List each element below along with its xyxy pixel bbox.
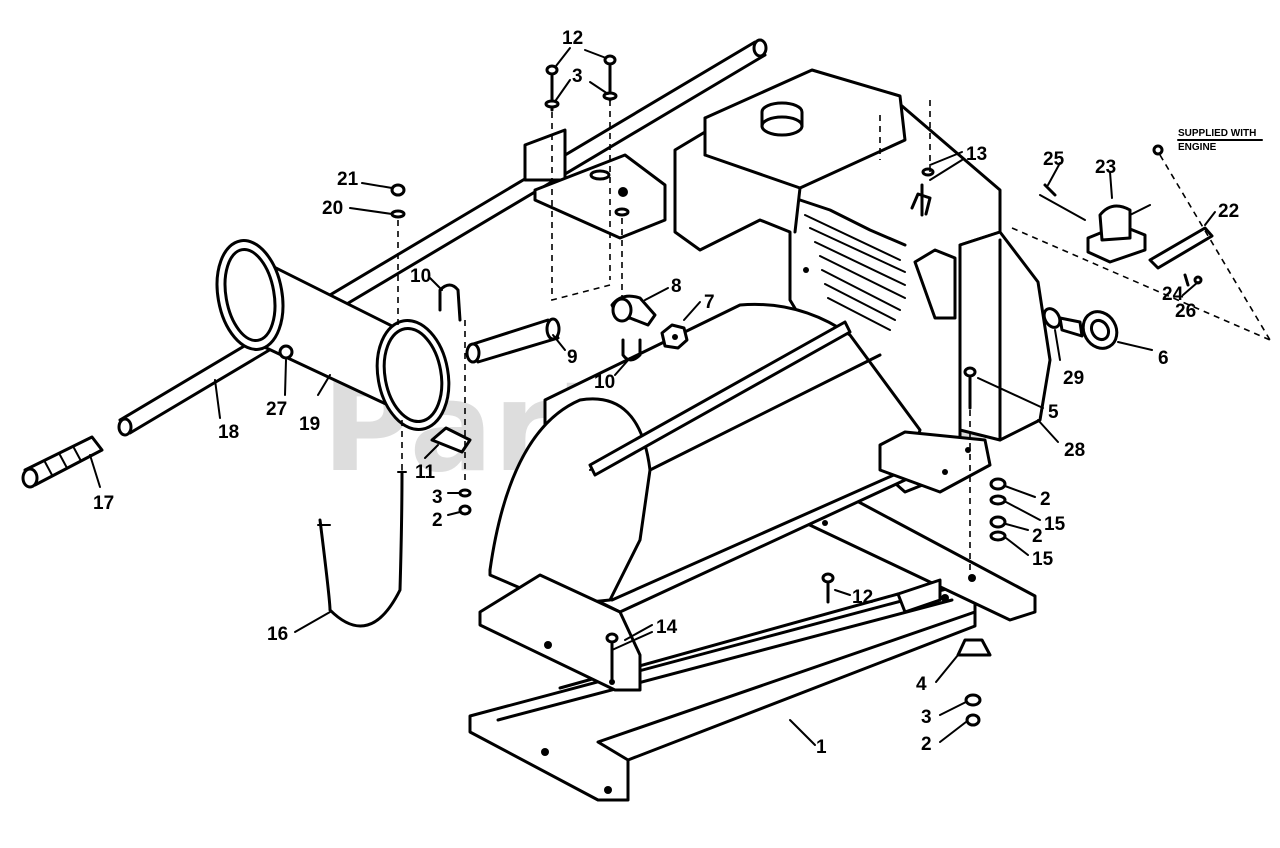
- callout-27: 27: [266, 399, 287, 420]
- callout-labels: 12 3 13 21 20 25 23 22 10 8 7 9 24 26 29…: [93, 28, 1239, 758]
- callout-17: 17: [93, 493, 114, 514]
- callout-23: 23: [1095, 157, 1116, 178]
- callout-3-lower: 3: [432, 487, 443, 508]
- elbow-fitting: [610, 294, 657, 327]
- callout-9: 9: [567, 347, 578, 368]
- clamp-part: [430, 426, 472, 454]
- assembly-lines: [397, 100, 1271, 580]
- u-bolt-upper: [438, 283, 462, 322]
- callout-26: 26: [1175, 301, 1196, 322]
- vibration-mount: [956, 638, 992, 657]
- callout-15-b: 15: [1032, 549, 1054, 570]
- engine-assembly: [673, 68, 1052, 494]
- callout-12: 12: [562, 28, 583, 49]
- callout-18: 18: [218, 422, 239, 443]
- u-bolt-lower: [621, 338, 642, 362]
- callout-6: 6: [1158, 348, 1169, 369]
- flex-connector: [1042, 307, 1119, 350]
- callout-2-bottom: 2: [921, 734, 932, 755]
- callout-10-lower: 10: [594, 372, 615, 393]
- callout-2-lower: 2: [432, 510, 443, 531]
- callout-10-upper: 10: [410, 266, 431, 287]
- callout-12-lower: 12: [852, 587, 873, 608]
- callout-20: 20: [322, 198, 343, 219]
- pipe-nipple: [465, 317, 561, 364]
- callout-25: 25: [1043, 149, 1065, 170]
- callout-19: 19: [299, 414, 320, 435]
- callout-29: 29: [1063, 368, 1084, 389]
- callout-16: 16: [267, 624, 288, 645]
- callout-14: 14: [656, 617, 678, 638]
- muffler: [215, 239, 451, 432]
- callout-2-right-b: 2: [1032, 526, 1043, 547]
- generator-housing: [478, 302, 992, 692]
- callout-24: 24: [1162, 284, 1184, 305]
- callout-7: 7: [704, 292, 715, 313]
- note-line-2: ENGINE: [1178, 142, 1217, 153]
- handle-grip: [21, 435, 104, 489]
- callout-11: 11: [415, 462, 436, 483]
- callout-1: 1: [816, 737, 827, 758]
- callout-3: 3: [572, 66, 583, 87]
- callout-13: 13: [966, 144, 987, 165]
- hardware: [390, 54, 1203, 727]
- leader-lines: [89, 47, 1216, 746]
- callout-4: 4: [916, 674, 927, 695]
- note-line-1: SUPPLIED WITH: [1178, 128, 1256, 139]
- callout-3-bottom: 3: [921, 707, 932, 728]
- cable-part: [318, 470, 404, 628]
- solenoid: [1039, 194, 1214, 270]
- callout-2-right-a: 2: [1040, 489, 1051, 510]
- callout-15-a: 15: [1044, 514, 1066, 535]
- callout-8: 8: [671, 276, 682, 297]
- callout-22: 22: [1218, 201, 1239, 222]
- callout-5: 5: [1048, 402, 1059, 423]
- callout-28: 28: [1064, 440, 1085, 461]
- callout-21: 21: [337, 169, 359, 190]
- mounting-bracket: [523, 128, 667, 240]
